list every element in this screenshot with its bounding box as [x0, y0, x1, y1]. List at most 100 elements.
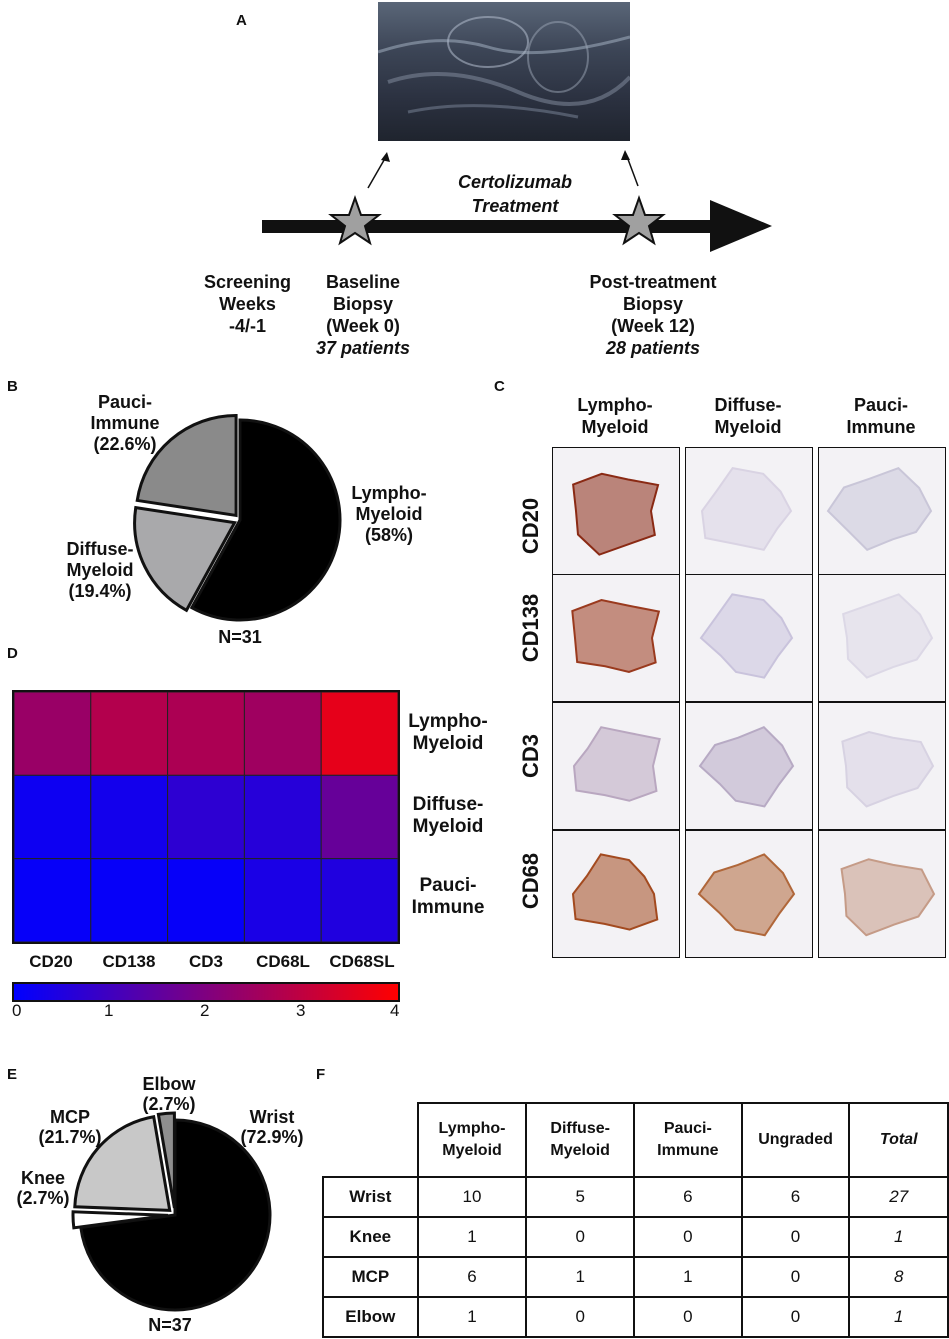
histology-grid	[552, 447, 948, 961]
post-line-2: Biopsy	[622, 294, 683, 314]
histology-tile-cd68-lympho	[552, 830, 680, 958]
cell: 6	[740, 1176, 851, 1218]
pie-b-diffuse-2: Myeloid	[66, 560, 134, 580]
tick-1: 1	[104, 1001, 114, 1020]
pie-b-n: N=31	[218, 627, 262, 647]
th-4: Ungraded	[758, 1131, 833, 1148]
heatmap-cell-1-1	[90, 774, 169, 860]
d-col-5: CD68SL	[329, 952, 395, 971]
row-label-elbow: Elbow	[322, 1296, 419, 1338]
table-corner	[323, 1103, 419, 1178]
pie-e-label-knee: Knee (2.7%)	[8, 1168, 78, 1208]
colorbar	[12, 982, 400, 1002]
c-col-2b: Myeloid	[714, 417, 782, 437]
pie-slice-knee	[71, 1210, 169, 1230]
heatmap-cell-0-0	[13, 691, 92, 776]
pie-b-diffuse-3: (19.4%)	[68, 581, 132, 601]
pie-slice-lympho-myeloid	[189, 418, 342, 622]
histology-tile-cd3-diffuse	[685, 702, 813, 830]
histology-tile-cd20-diffuse	[685, 447, 813, 575]
th-pauci: Pauci-Immune	[633, 1102, 743, 1178]
tick-2: 2	[200, 1001, 210, 1020]
th-total: Total	[848, 1102, 949, 1178]
d-row-2a: Diffuse-	[412, 794, 484, 815]
cell: 0	[525, 1216, 635, 1258]
table-row: Elbow 1 0 0 0 1	[322, 1296, 949, 1338]
cell: 10	[416, 1176, 528, 1218]
cell-total: 27	[848, 1176, 949, 1218]
heatmap-row-lympho: Lympho- Myeloid	[398, 711, 498, 755]
histology-tile-cd3-pauci	[818, 702, 946, 830]
col-label-lympho: Lympho- Myeloid	[552, 394, 678, 438]
row-label-cd138: CD138	[506, 577, 556, 677]
timeline-arrowhead	[710, 200, 772, 252]
screening-line-3: -4/-1	[228, 316, 266, 336]
heatmap-cell-2-4	[320, 858, 399, 943]
c-col-1b: Myeloid	[581, 417, 649, 437]
cell: 6	[633, 1176, 743, 1218]
c-row-3: CD3	[518, 734, 543, 779]
tissue-section	[572, 472, 660, 556]
cell: 6	[416, 1256, 528, 1298]
pie-b-label-lympho: Lympho- Myeloid (58%)	[334, 483, 444, 546]
pie-b-lympho-1: Lympho-	[351, 483, 427, 503]
pie-e-elbow-1: Elbow	[142, 1074, 196, 1094]
table-row: MCP 6 1 1 0 8	[322, 1256, 949, 1298]
tick-4: 4	[390, 1001, 400, 1020]
d-row-1b: Myeloid	[412, 733, 484, 754]
tissue-section	[697, 853, 796, 937]
cell: 0	[740, 1256, 851, 1298]
cell: 0	[740, 1216, 851, 1258]
joint-phenotype-table: Lympho- Myeloid Diffuse- Myeloid Pauci-Imm…	[322, 1102, 949, 1338]
pie-e-wrist-1: Wrist	[249, 1107, 295, 1127]
heatmap-col-labels: CD20 CD138 CD3 CD68L CD68SL	[12, 952, 400, 974]
colorbar-ticks: 0 1 2 3 4	[12, 1001, 400, 1023]
panel-label-b: B	[7, 378, 18, 395]
heatmap-cell-1-2	[167, 774, 245, 860]
c-col-1a: Lympho-	[577, 395, 653, 415]
heatmap-cell-1-4	[320, 774, 399, 860]
post-line-3: (Week 12)	[611, 316, 695, 336]
histology-tile-cd138-lympho	[552, 574, 680, 702]
cell: 1	[525, 1256, 635, 1298]
pie-slice-elbow	[156, 1111, 176, 1209]
screening-line-1: Screening	[203, 272, 292, 292]
table-row: Wrist 10 5 6 6 27	[322, 1176, 949, 1218]
panel-label-e: E	[7, 1066, 18, 1083]
histology-tile-cd68-diffuse	[685, 830, 813, 958]
th-5: Total	[879, 1131, 918, 1148]
th-2a: Diffuse-	[550, 1120, 610, 1137]
row-label-mcp: MCP	[322, 1256, 419, 1298]
th-lympho: Lympho- Myeloid	[416, 1102, 528, 1178]
d-row-3b: Immune	[411, 897, 485, 918]
tissue-section	[572, 726, 661, 802]
th-3b: Immune	[657, 1142, 719, 1159]
pie-e-n: N=37	[148, 1315, 192, 1335]
pie-e-mcp-1: MCP	[50, 1107, 90, 1127]
tissue-section	[698, 726, 795, 808]
baseline-line-1: Baseline	[325, 272, 401, 292]
col-label-pauci: Pauci- Immune	[818, 394, 944, 438]
pie-e-knee-1: Knee	[20, 1168, 65, 1188]
pie-slice-pauci-immune	[135, 413, 238, 518]
d-row-2b: Myeloid	[412, 816, 484, 837]
pie-b-label-pauci: Pauci- Immune (22.6%)	[80, 392, 170, 455]
pie-chart-joints	[71, 1111, 272, 1312]
baseline-patients: 37 patients	[315, 338, 411, 358]
d-col-1: CD20	[29, 952, 73, 971]
pie-e-label-elbow: Elbow (2.7%)	[124, 1074, 214, 1114]
pie-e-elbow-2: (2.7%)	[142, 1094, 196, 1114]
c-row-4: CD68	[518, 852, 543, 910]
th-1b: Myeloid	[442, 1142, 502, 1159]
screening-label: Screening Weeks -4/-1	[190, 271, 305, 337]
panel-label-f: F	[316, 1066, 326, 1083]
histology-tile-cd68-pauci	[818, 830, 946, 958]
d-row-1a: Lympho-	[408, 711, 488, 732]
th-1a: Lympho-	[438, 1120, 506, 1137]
c-col-3a: Pauci-	[853, 395, 909, 415]
pie-slice-mcp	[73, 1115, 172, 1212]
tissue-section	[571, 853, 659, 931]
panel-label-a: A	[236, 12, 247, 29]
histology-tile-cd20-pauci	[818, 447, 946, 575]
heatmap-cell-0-1	[90, 691, 169, 776]
